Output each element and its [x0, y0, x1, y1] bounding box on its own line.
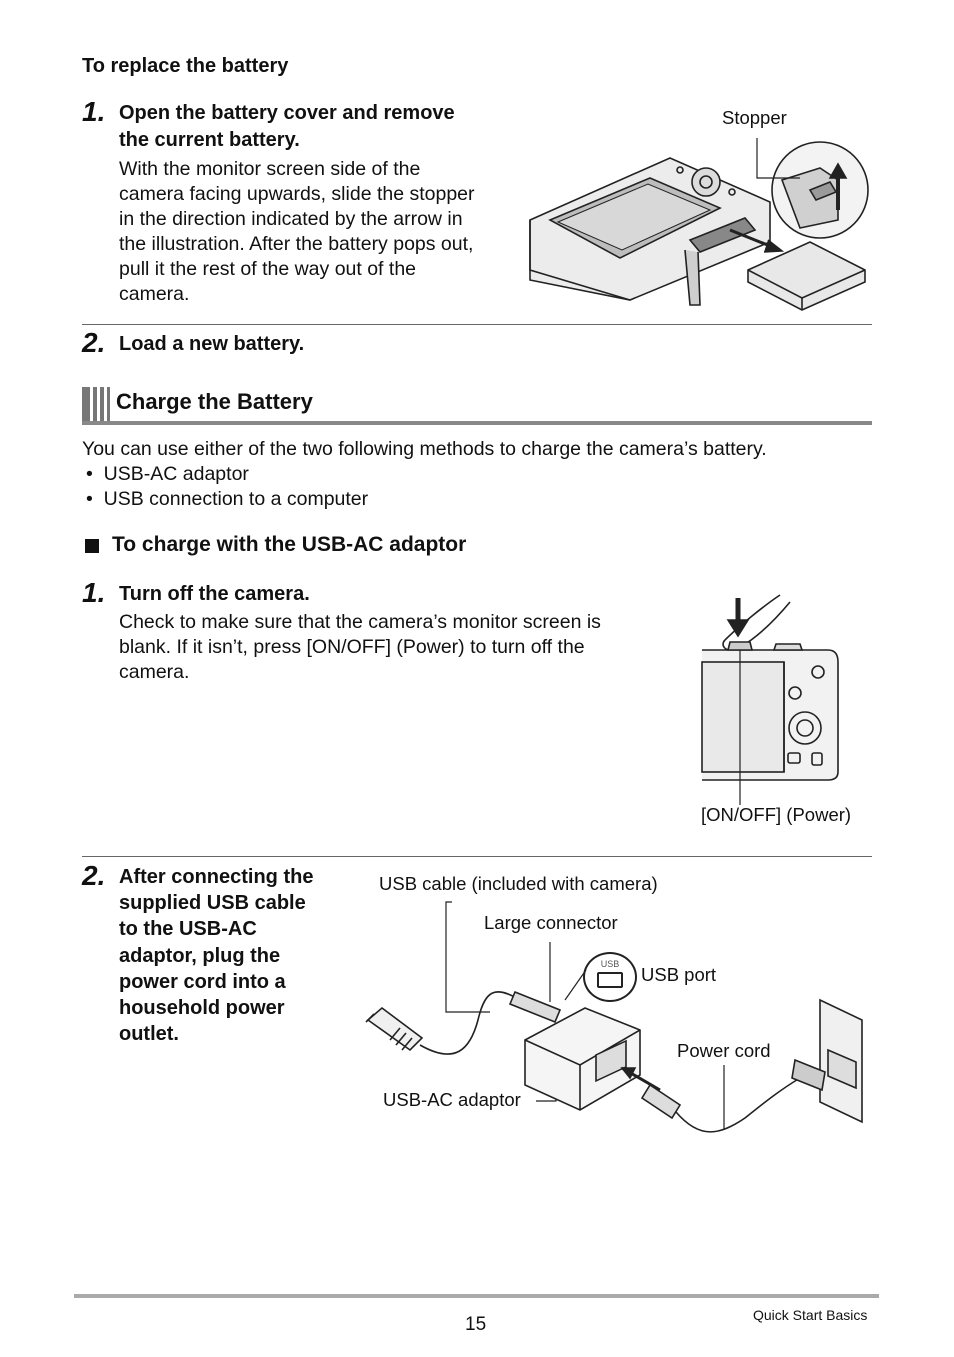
page-number: 15: [465, 1314, 487, 1335]
usb-badge-text: USB: [600, 959, 620, 969]
title-line: adaptor, plug the: [119, 944, 281, 967]
charge-step1-body: Check to make sure that the camera’s mon…: [119, 610, 601, 685]
footer-rule: [74, 1294, 879, 1298]
power-button-illustration: [701, 594, 839, 805]
divider: [82, 324, 872, 325]
body-line: camera.: [119, 283, 190, 305]
title-line: to the USB-AC: [119, 918, 257, 941]
title-line: supplied USB cable: [119, 892, 306, 915]
body-line: in the direction indicated by the arrow …: [119, 208, 463, 230]
usb-port-icon: [597, 972, 623, 988]
body-line: the illustration. After the battery pops…: [119, 233, 474, 255]
power-cord-label: Power cord: [677, 1040, 771, 1061]
title-line: power cord into a: [119, 970, 286, 993]
large-connector-label: Large connector: [484, 912, 618, 933]
section-bar-mark: [82, 387, 90, 423]
title-line: After connecting the: [119, 866, 314, 888]
section-title: Charge the Battery: [116, 389, 313, 414]
body-line: With the monitor screen side of the: [119, 158, 421, 180]
title-line: outlet.: [119, 1023, 179, 1046]
footer-section: Quick Start Basics: [753, 1307, 868, 1323]
usb-cable-label: USB cable (included with camera): [379, 873, 658, 894]
replace-step2-number: 2.: [82, 327, 106, 358]
square-bullet-icon: [85, 539, 99, 553]
charge-step2-title: After connecting the supplied USB cable …: [119, 864, 313, 1047]
replace-step1-title: Open the battery cover and remove the cu…: [119, 100, 455, 154]
bullet-list: • USB-AC adaptor • USB connection to a c…: [86, 462, 368, 512]
body-line: pull it the rest of the way out of the: [119, 258, 417, 280]
replace-step1-number: 1.: [82, 96, 106, 127]
replace-step2-title: Load a new battery.: [119, 333, 305, 355]
body-line: camera facing upwards, slide the stopper: [119, 183, 475, 205]
stopper-label: Stopper: [722, 107, 787, 128]
list-item: • USB-AC adaptor: [86, 463, 249, 485]
subheading: To charge with the USB-AC adaptor: [112, 533, 467, 556]
charge-step1-number: 1.: [82, 577, 106, 608]
title-line: household power: [119, 997, 285, 1020]
title-line: Open the battery cover and remove: [119, 102, 455, 124]
section-underline: [82, 421, 872, 425]
list-item: • USB connection to a computer: [86, 488, 369, 510]
divider: [82, 856, 872, 857]
section-bar-mark: [93, 387, 97, 423]
battery-replacement-illustration: [529, 138, 869, 311]
charge-intro: You can use either of the two following …: [82, 438, 767, 460]
replace-step1-body: With the monitor screen side of the came…: [119, 157, 475, 307]
body-line: camera.: [119, 661, 190, 683]
usb-port-label: USB port: [641, 964, 717, 985]
list-item-text: USB-AC adaptor: [103, 463, 249, 485]
body-line: Check to make sure that the camera’s mon…: [119, 611, 601, 633]
list-item-text: USB connection to a computer: [103, 488, 369, 510]
power-label: [ON/OFF] (Power): [701, 804, 852, 825]
charge-step1-title: Turn off the camera.: [119, 583, 310, 605]
section-bar-mark: [107, 387, 110, 423]
replace-heading: To replace the battery: [82, 55, 289, 77]
adaptor-label: USB-AC adaptor: [383, 1089, 521, 1110]
usb-port-badge: USB: [583, 952, 637, 1002]
charge-step2-number: 2.: [82, 860, 106, 891]
title-line: the current battery.: [119, 129, 300, 151]
usb-ac-adaptor-illustration: [365, 901, 863, 1133]
section-bar-mark: [100, 387, 104, 423]
body-line: blank. If it isn’t, press [ON/OFF] (Powe…: [119, 636, 585, 658]
